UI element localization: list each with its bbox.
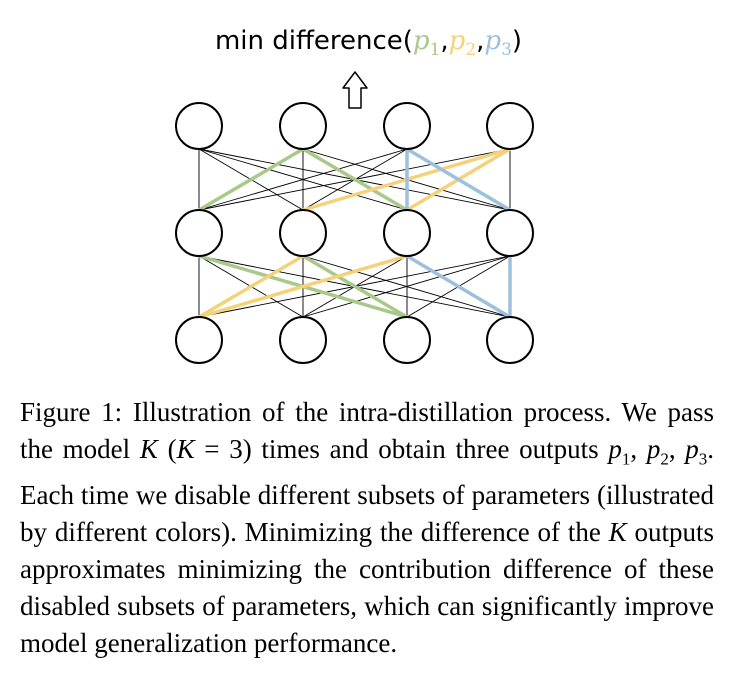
min-difference-label: min difference(p1,p2,p3)	[214, 26, 523, 61]
edge	[302, 255, 511, 318]
network-diagram	[175, 71, 534, 364]
p1-label: p1	[412, 26, 441, 61]
path-p3	[405, 254, 512, 319]
neuron-node	[383, 209, 431, 257]
disabled-parameter-paths	[197, 147, 512, 319]
p3-label: p3	[484, 26, 512, 61]
path-p3	[405, 147, 512, 212]
neuron-node	[175, 102, 223, 150]
neuron-node	[486, 209, 534, 257]
path-p1	[301, 254, 409, 319]
figure-caption: Figure 1: Illustration of the intra-dist…	[20, 397, 715, 659]
neuron-node	[486, 316, 534, 364]
edge	[198, 148, 408, 211]
neuron-node	[279, 102, 327, 150]
neuron-node	[175, 316, 223, 364]
neuron-node	[279, 209, 327, 257]
label-suffix: )	[511, 26, 523, 56]
neuron-node	[383, 316, 431, 364]
path-p2	[197, 254, 305, 319]
network-edges	[198, 148, 511, 318]
neuron-node	[486, 102, 534, 150]
path-p2	[197, 254, 409, 319]
figure: min difference(p1,p2,p3)	[175, 26, 534, 364]
neuron-node	[383, 102, 431, 150]
neuron-node	[175, 209, 223, 257]
p2-label: p2	[448, 26, 477, 61]
network-nodes	[175, 102, 534, 364]
path-p1	[301, 147, 409, 212]
label-prefix: min difference(	[214, 26, 413, 56]
up-arrow-icon	[342, 71, 368, 109]
path-p1	[197, 147, 305, 212]
neuron-node	[279, 316, 327, 364]
